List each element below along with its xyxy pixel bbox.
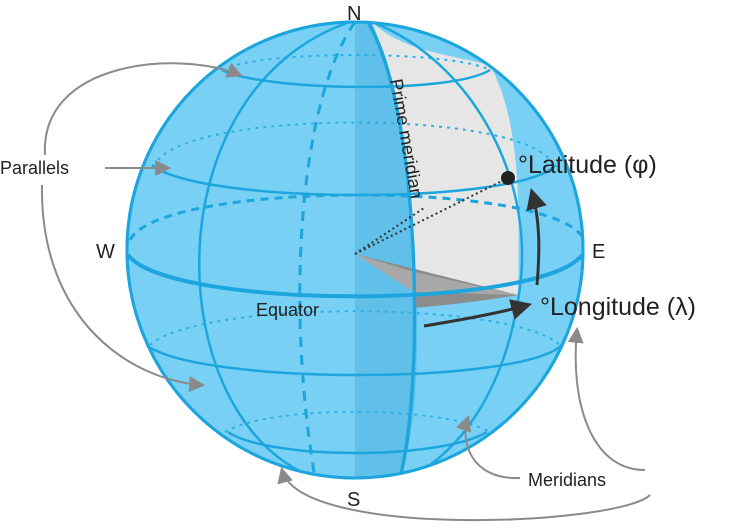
parallels-callout-low (40, 184, 206, 393)
parallel-front-bottom (227, 430, 488, 455)
longitude-label: °Longitude (λ) (540, 293, 696, 321)
location-point (501, 171, 515, 185)
radius-to-prime (354, 207, 425, 255)
parallel-back-bottom (224, 410, 491, 433)
meridians-callout-3 (277, 466, 651, 522)
longitude-arrow (423, 299, 533, 328)
globe-outline (125, 20, 585, 480)
meridians-callout-2 (567, 326, 646, 471)
meridian-prime (366, 22, 417, 478)
west-label: W (96, 241, 115, 263)
parallels-label: Parallels (0, 158, 69, 178)
south-label: S (347, 489, 360, 511)
prime-meridian-shadow (355, 22, 417, 478)
north-label: N (347, 3, 361, 25)
parallels-callout-top (43, 62, 243, 156)
parallel-back-lower (149, 310, 561, 346)
meridian-back (298, 22, 357, 478)
parallel-back-upper (157, 121, 551, 161)
equator-label: Equator (256, 300, 319, 320)
equator-front (127, 253, 583, 299)
latitude-label: °Latitude (φ) (518, 151, 657, 179)
meridians-callout-1 (456, 414, 521, 480)
globe-surface (127, 22, 583, 478)
meridians-label: Meridians (528, 470, 606, 490)
radius-to-point (354, 177, 509, 255)
east-label: E (592, 241, 605, 263)
parallel-front-lower (145, 343, 563, 377)
latitude-arrow (526, 187, 547, 286)
meridian-left (197, 22, 351, 478)
latitude-sector-shade (372, 22, 519, 295)
parallel-front-upper (151, 164, 557, 197)
longitude-wedge-top (355, 254, 518, 295)
parallel-front-top (221, 68, 491, 89)
